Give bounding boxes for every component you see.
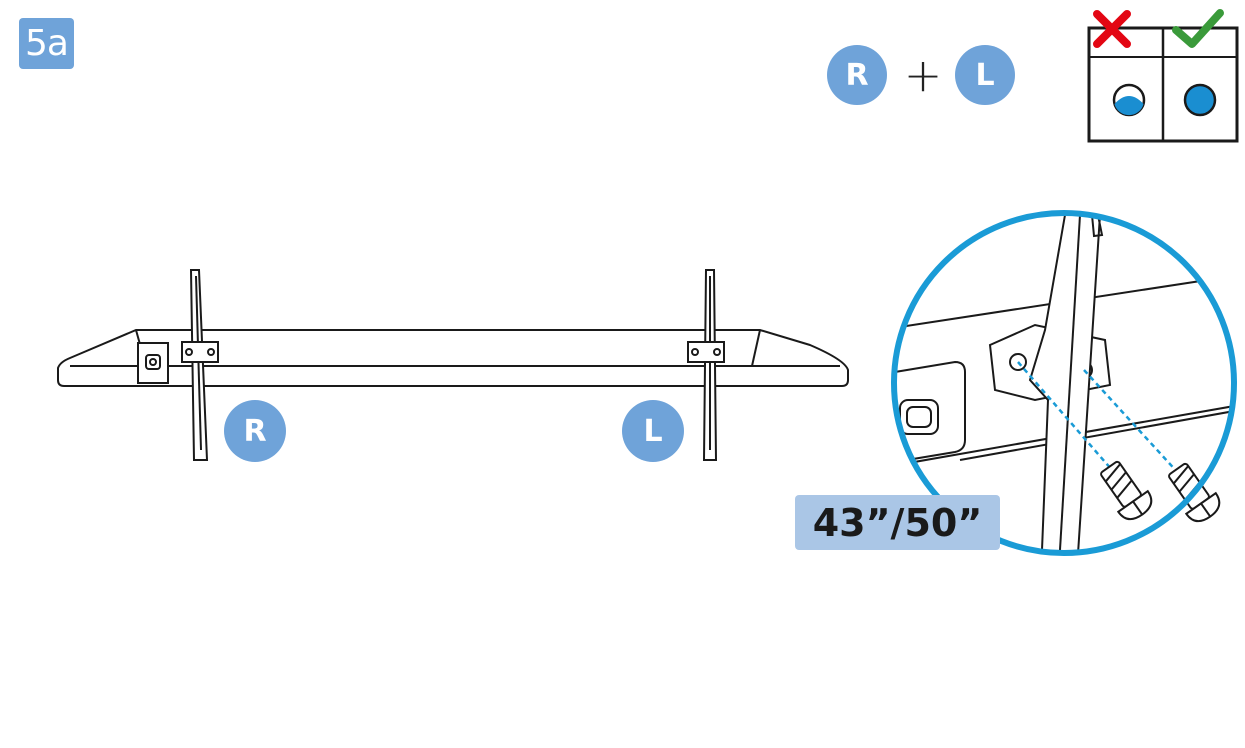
step-badge: 5a — [19, 18, 74, 69]
tv-size-label: 43”/50” — [795, 495, 1000, 550]
stand-right-label: R — [224, 400, 286, 462]
aligned-hole-icon — [1183, 83, 1217, 117]
pair-left-badge: L — [955, 45, 1015, 105]
stand-left-label: L — [622, 400, 684, 462]
correct-vs-wrong-box — [1087, 26, 1239, 143]
stand-left — [687, 269, 725, 461]
stand-right — [181, 269, 219, 461]
pair-right-badge: R — [827, 45, 887, 105]
misaligned-hole-icon — [1112, 83, 1146, 117]
zoom-detail — [891, 210, 1237, 556]
plus-icon: + — [903, 48, 943, 102]
check-icon — [1172, 9, 1224, 48]
cross-icon — [1093, 10, 1131, 48]
tv-body — [57, 329, 849, 387]
